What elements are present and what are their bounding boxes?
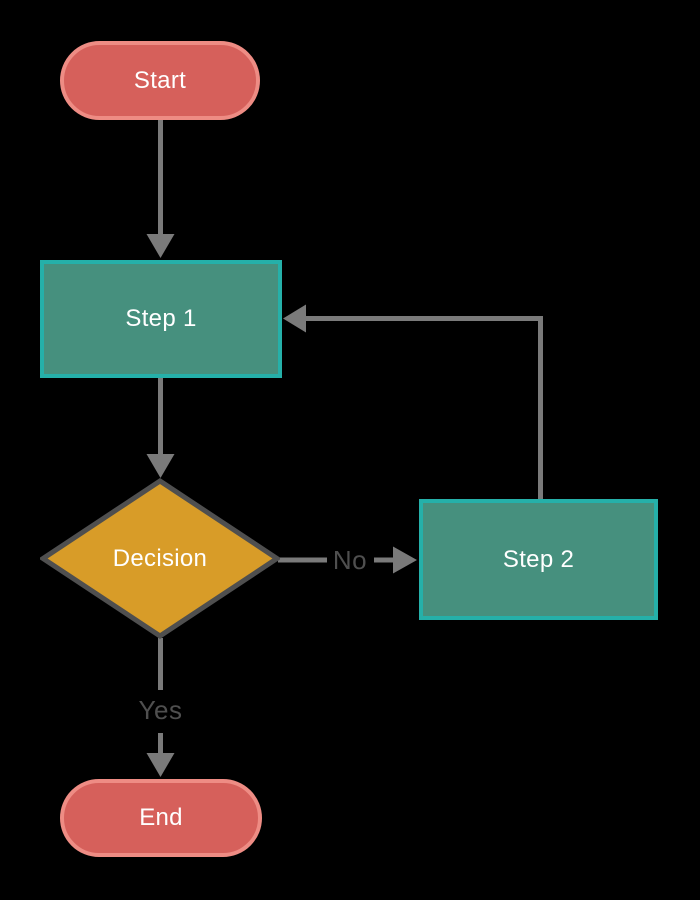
node-start[interactable]: Start (60, 41, 260, 120)
node-decision-label: Decision (112, 544, 208, 572)
edge-label-yes: Yes (138, 695, 183, 725)
node-step2[interactable]: Step 2 (419, 499, 658, 620)
edge-step2-step1-polyline (306, 316, 543, 499)
node-end[interactable]: End (60, 779, 262, 857)
edge-step1-decision (146, 378, 175, 478)
arrow-right-icon (393, 546, 417, 574)
arrow-down-icon (146, 454, 175, 478)
arrow-down-icon (146, 234, 175, 258)
node-decision[interactable]: Decision (40, 478, 280, 639)
arrow-down-icon (146, 753, 175, 777)
node-step1-label: Step 1 (125, 305, 197, 332)
node-step2-label: Step 2 (502, 545, 575, 573)
node-end-label: End (139, 804, 183, 831)
edge-label-no: No (332, 545, 368, 575)
decision-diamond-shape (40, 478, 280, 639)
edge-step2-step1 (283, 304, 543, 499)
edge-decision-step2 (278, 546, 417, 574)
arrow-left-icon (283, 304, 306, 333)
edge-start-step1 (146, 120, 175, 258)
node-start-label: Start (133, 66, 187, 94)
node-step1[interactable]: Step 1 (40, 260, 282, 378)
edge-decision-end (146, 638, 175, 777)
